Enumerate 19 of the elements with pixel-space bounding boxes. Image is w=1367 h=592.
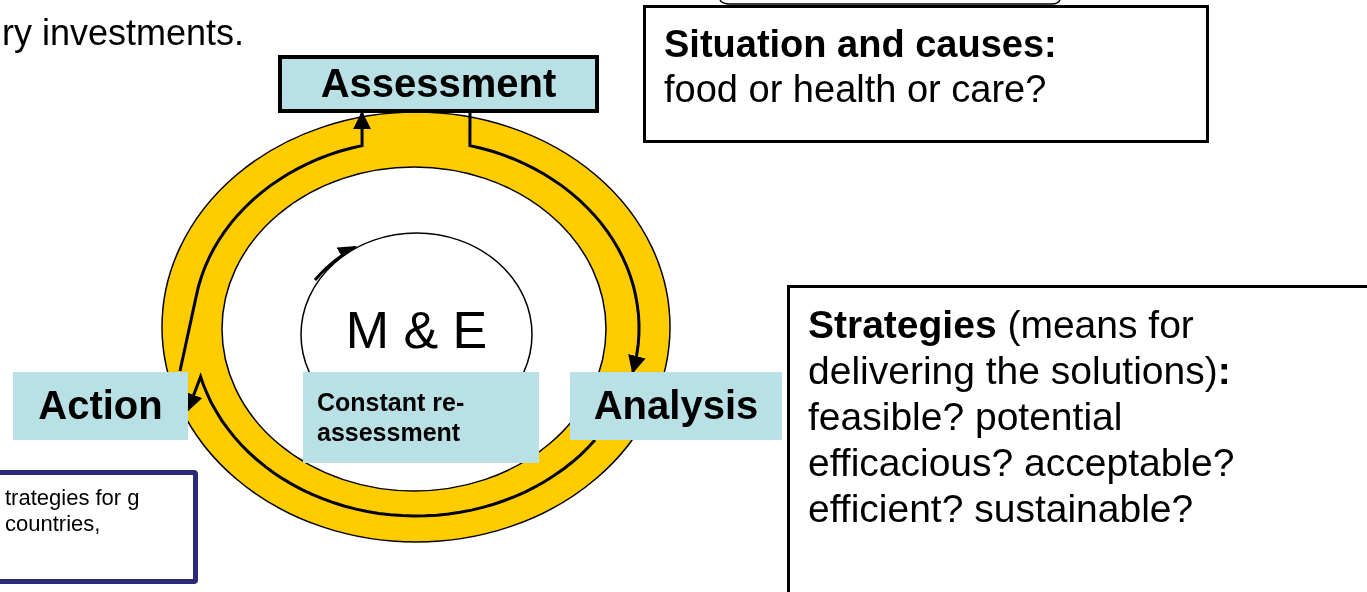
box-text: food or health or care?: [664, 66, 1048, 112]
stage-box: [13, 372, 188, 440]
text-box: [643, 5, 1209, 143]
label-box: [303, 372, 539, 463]
text-fragment: ry investments.: [2, 12, 245, 54]
arrow: [468, 113, 646, 374]
circle-label: M & E: [345, 300, 488, 361]
box-heading: Situation and causes:: [664, 22, 1058, 67]
box-text: Strategies (means for delivering the solutions): feasible? potential efficacious? acceptable? efficient? sustainable?: [808, 302, 1236, 533]
stage-box: [570, 372, 782, 440]
stage-label: Action: [38, 382, 163, 430]
stage-box: [278, 55, 599, 113]
box-text: trategies for g countries,: [5, 485, 141, 537]
text-box: [787, 285, 1367, 592]
box-text: Constant re-assessment: [317, 388, 466, 447]
stage-label: Assessment: [320, 60, 557, 108]
arrow: [178, 111, 372, 372]
text-box: [0, 470, 198, 584]
stage-label: Analysis: [593, 382, 759, 430]
